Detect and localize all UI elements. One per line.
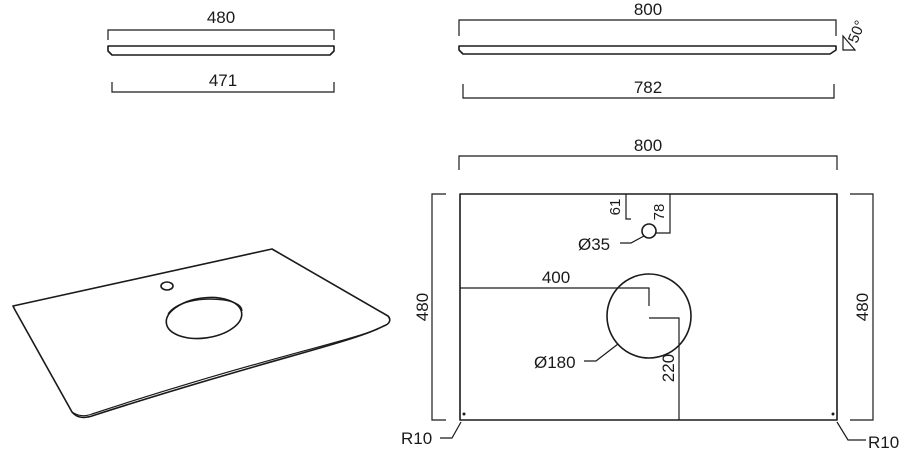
dim-label-220: 220: [659, 354, 678, 382]
leader-r10-right: [836, 421, 866, 441]
countertop-front-edge: [71, 328, 379, 417]
dim-label-480: 480: [207, 8, 235, 27]
dim-bracket-782: [462, 84, 835, 99]
dim-line-78: [656, 194, 671, 234]
dim-label-tap-diameter: Ø35: [578, 235, 610, 254]
dim-label-400: 400: [542, 268, 570, 287]
dim-bracket-480: [107, 29, 335, 40]
angle-label: 50°: [845, 18, 869, 45]
leader-tap: [620, 235, 645, 244]
dim-bracket-480-right: [850, 193, 874, 421]
dim-label-bowl-diameter: Ø180: [534, 353, 576, 372]
corner-dot-left: [462, 412, 466, 416]
perspective-view: [12, 248, 391, 419]
dim-bracket-800-top: [458, 19, 837, 36]
dim-label-78: 78: [651, 204, 668, 221]
dim-label-800-top: 800: [634, 0, 662, 19]
side-profile-800: 800 50° 782: [458, 0, 869, 99]
corner-dot-right: [831, 412, 835, 416]
slab-profile-right: [458, 45, 837, 55]
countertop-outline: [12, 248, 391, 419]
leader-bowl: [584, 343, 619, 362]
plan-view: 800 480 480 61 78 Ø35 400 220 Ø180 R10 R…: [401, 136, 899, 452]
bowl-cutout-plan: [606, 273, 692, 359]
dim-line-61: [625, 194, 631, 220]
leader-r10-left: [440, 421, 462, 439]
tap-hole-plan: [641, 223, 657, 239]
dim-label-r10-left: R10: [401, 429, 432, 448]
dim-bracket-471: [111, 82, 335, 93]
dim-bracket-800-plan: [458, 155, 838, 170]
dim-label-480-right: 480: [853, 293, 872, 321]
plan-outline: [459, 193, 838, 421]
dim-bracket-480-left: [431, 193, 446, 421]
bowl-opening: [165, 296, 243, 340]
bowl-center-line: [649, 317, 680, 420]
dim-label-61: 61: [607, 199, 624, 216]
dim-label-800-plan: 800: [634, 136, 662, 155]
dim-label-r10-right: R10: [868, 433, 899, 452]
bowl-inner-rim: [167, 298, 243, 315]
dim-line-400: [460, 287, 650, 306]
dim-label-471: 471: [209, 71, 237, 90]
dim-label-782: 782: [634, 78, 662, 97]
angle-marker: [842, 34, 857, 51]
slab-profile-left: [107, 45, 335, 56]
dim-label-480-left: 480: [413, 293, 432, 321]
side-profile-480: 480 471: [107, 8, 335, 93]
tap-hole: [160, 281, 174, 291]
